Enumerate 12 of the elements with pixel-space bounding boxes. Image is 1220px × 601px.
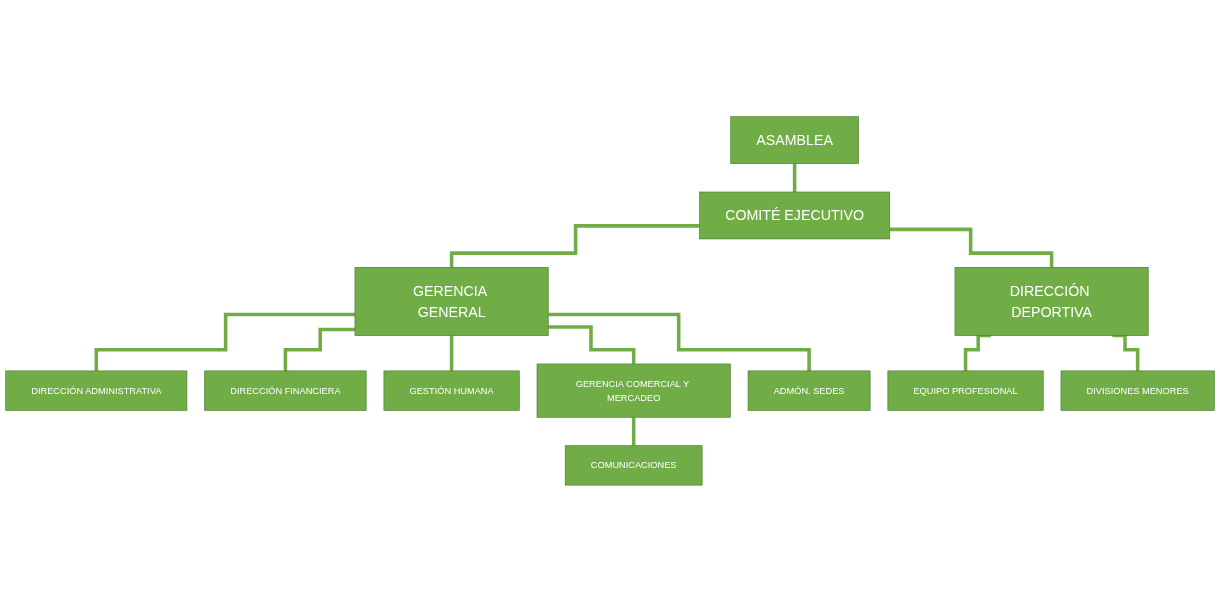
node-box: EQUIPO PROFESIONAL: [887, 370, 1044, 411]
node-box: COMITÉ EJECUTIVO: [699, 191, 891, 239]
node-box: ADMÓN. SEDES: [747, 370, 871, 411]
node-box: DIRECCIÓN FINANCIERA: [204, 370, 367, 411]
node-box: GERENCIA GENERAL: [354, 266, 549, 336]
node-box: DIVISIONES MENORES: [1060, 370, 1215, 411]
node-box: GERENCIA COMERCIAL Y MERCADEO: [536, 363, 731, 418]
node-box: ASAMBLEA: [730, 115, 859, 164]
node-box: DIRECCIÓN ADMINISTRATIVA: [5, 370, 188, 411]
node-box: COMUNICACIONES: [564, 444, 703, 486]
node-box: DIRECCIÓN DEPORTIVA: [954, 266, 1149, 336]
node-box: GESTIÓN HUMANA: [383, 370, 520, 411]
